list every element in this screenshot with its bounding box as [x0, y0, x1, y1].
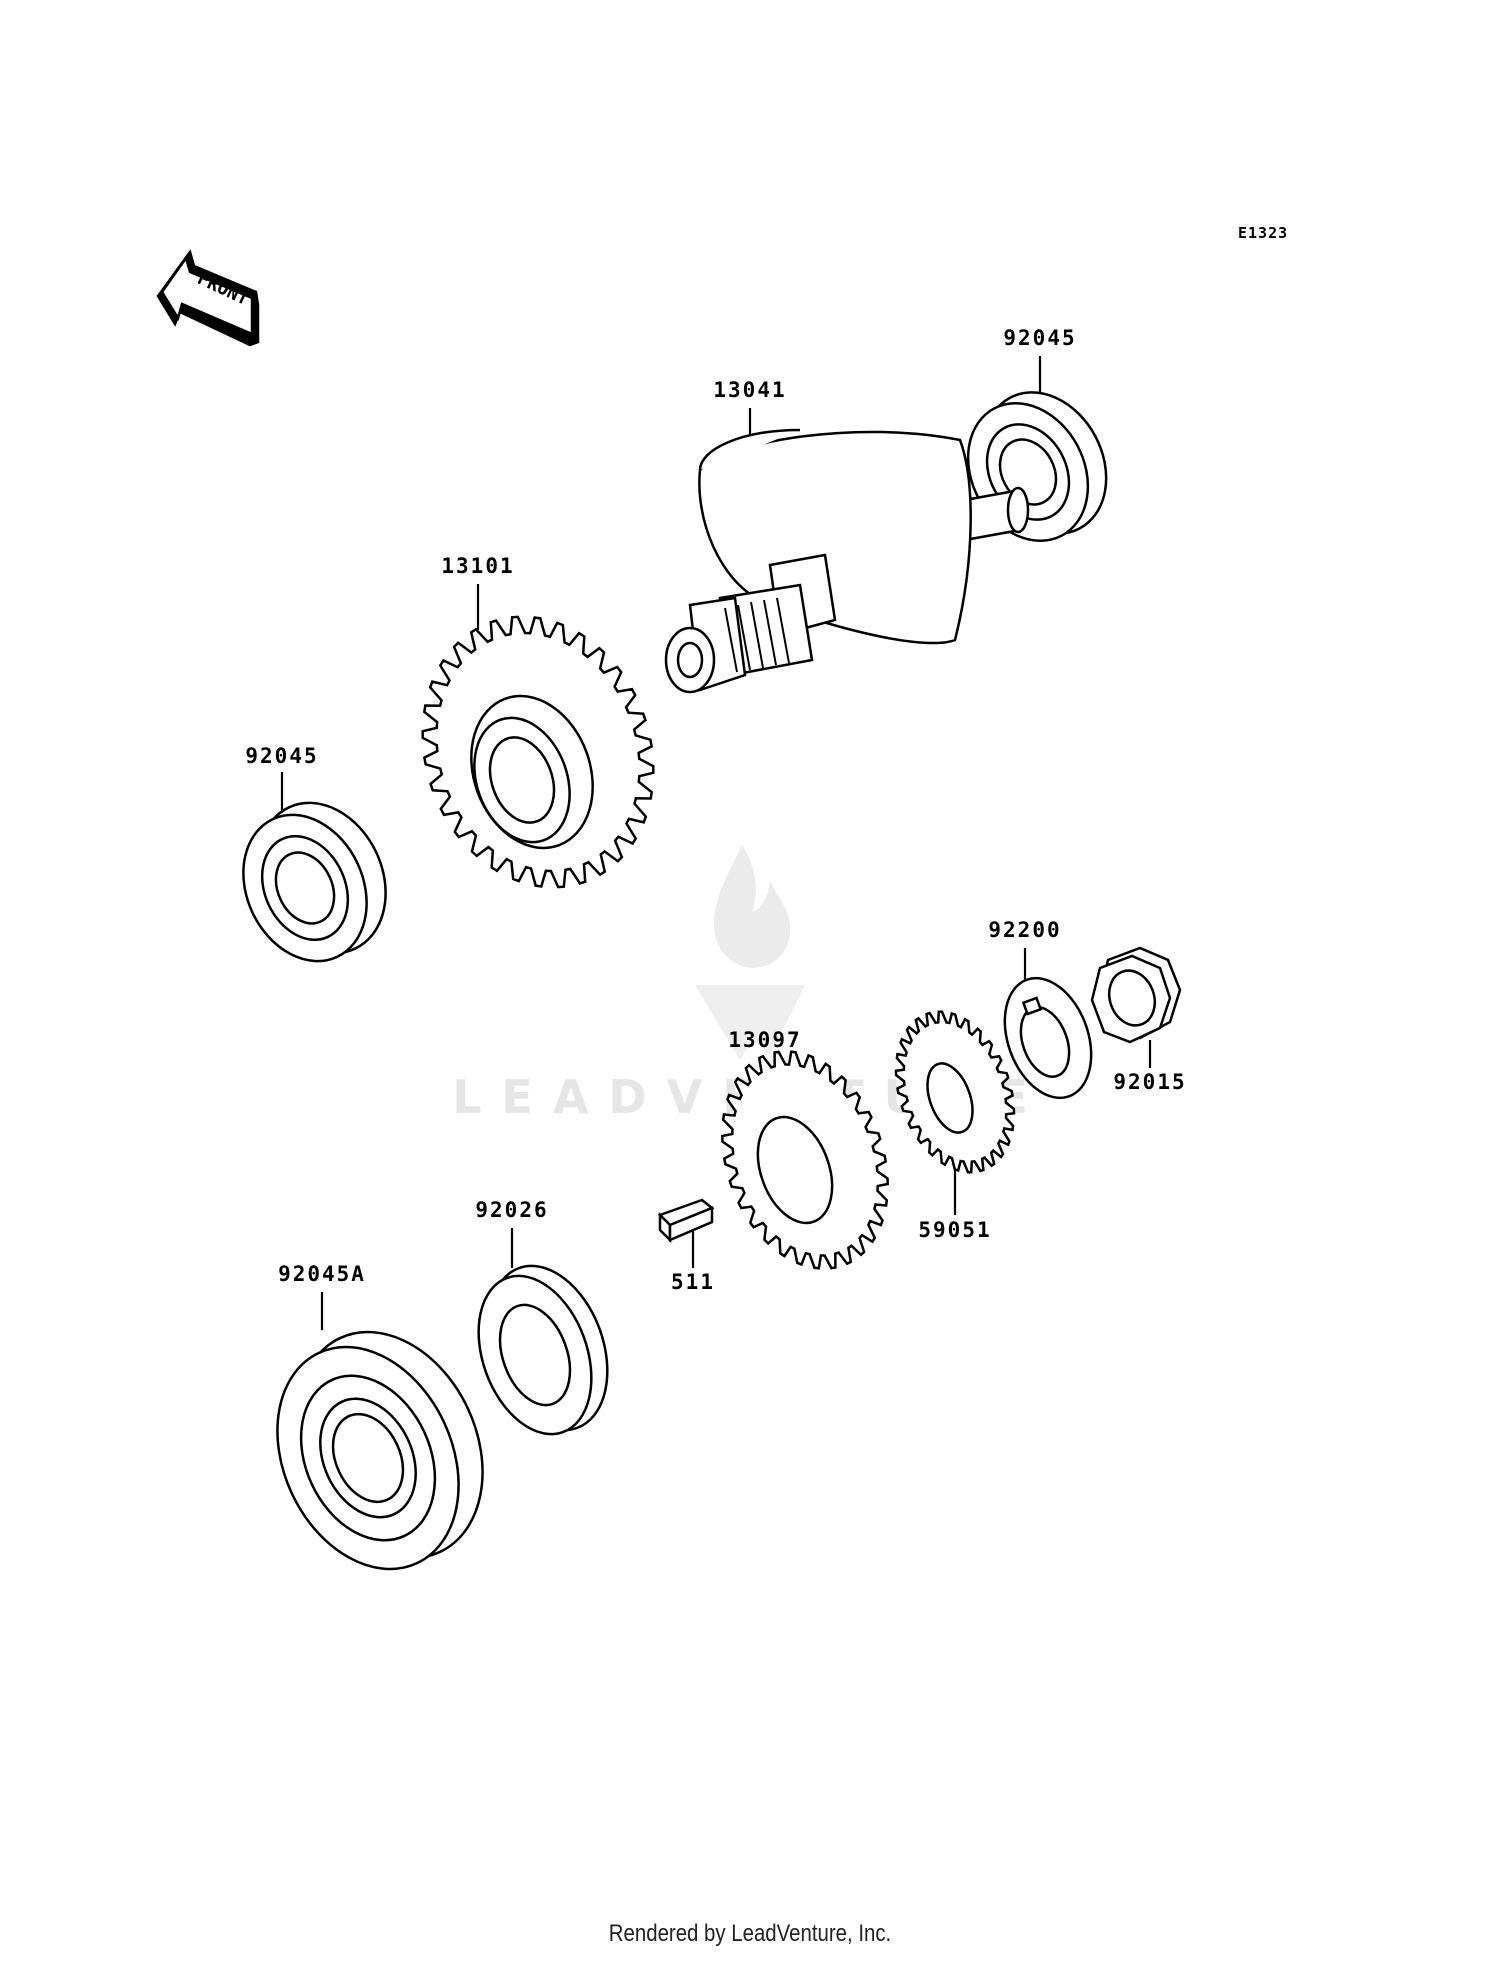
- bearing-92045A: [276, 1330, 484, 1571]
- gear-13097: [721, 1050, 889, 1270]
- part-label-92045A[interactable]: 92045A: [278, 1262, 366, 1286]
- key-511: [657, 1198, 715, 1244]
- footer-credit: Rendered by LeadVenture, Inc.: [608, 1920, 892, 1947]
- part-label-92045-left[interactable]: 92045: [245, 744, 319, 768]
- part-label-13041[interactable]: 13041: [713, 378, 787, 402]
- part-label-511[interactable]: 511: [671, 1270, 715, 1294]
- part-label-59051[interactable]: 59051: [918, 1218, 992, 1242]
- part-label-92200[interactable]: 92200: [988, 918, 1062, 942]
- bearing-92045-left: [242, 801, 387, 963]
- gear-13101: [421, 615, 655, 889]
- diagram-code: E1323: [1238, 224, 1289, 242]
- part-label-92015[interactable]: 92015: [1113, 1070, 1187, 1094]
- front-arrow-icon: [156, 249, 260, 347]
- gear-59051: [894, 1010, 1016, 1174]
- part-label-92026[interactable]: 92026: [475, 1198, 549, 1222]
- washer-92200: [1003, 976, 1093, 1100]
- part-label-13101[interactable]: 13101: [441, 554, 515, 578]
- part-label-13097[interactable]: 13097: [728, 1028, 802, 1052]
- part-label-92045-top[interactable]: 92045: [1003, 326, 1077, 350]
- watermark-logo: [695, 845, 805, 1060]
- leader-lines: [280, 356, 1152, 1330]
- shaft-13041: [664, 428, 1030, 694]
- nut-92015: [1090, 946, 1182, 1044]
- spacer-92026: [477, 1264, 609, 1436]
